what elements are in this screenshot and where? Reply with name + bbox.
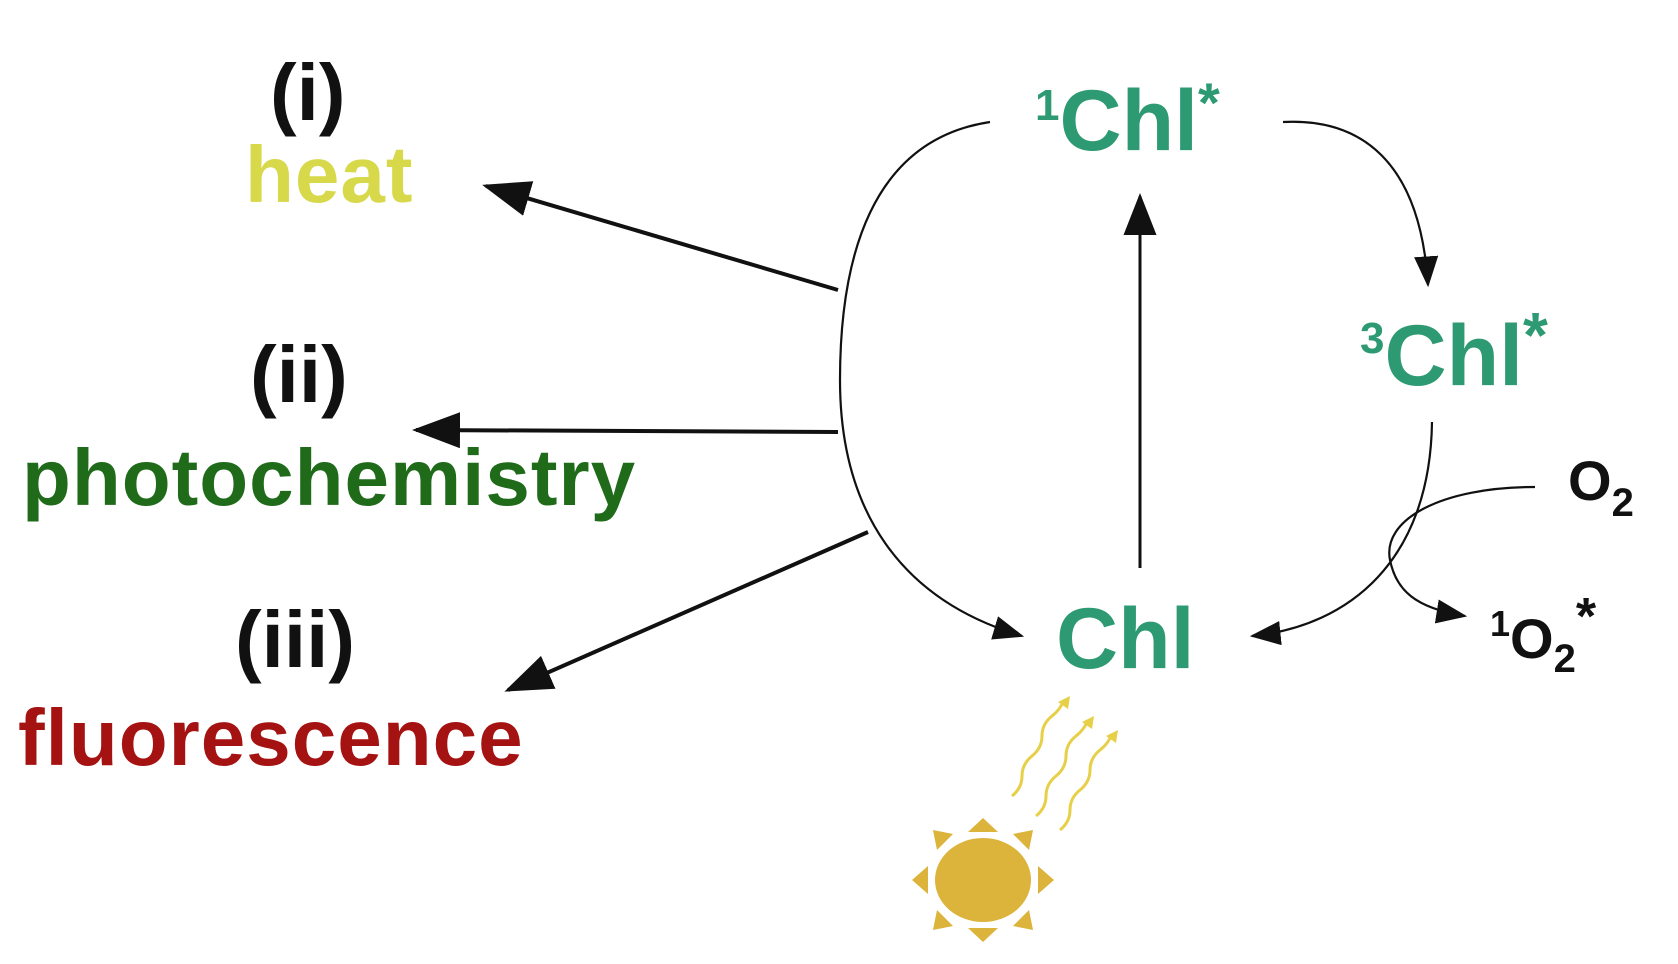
marker-i: (i) — [270, 48, 346, 137]
singlet-chl-label: 1Chl* — [1035, 71, 1220, 169]
ground-chl-label: Chl — [1056, 591, 1195, 687]
photochemistry-label: photochemistry — [22, 433, 636, 522]
singlet-main: Chl — [1059, 73, 1198, 169]
arrow-to-heat — [482, 181, 839, 292]
light-wave-icon — [1011, 696, 1118, 832]
o2-sub: 2 — [1612, 481, 1634, 525]
marker-iii: (iii) — [235, 595, 355, 684]
singlet-o2-sub: 2 — [1554, 637, 1576, 681]
heat-label: heat — [245, 130, 414, 219]
triplet-star: * — [1523, 299, 1548, 371]
intersystem-crossing-arrow — [1282, 120, 1439, 288]
singlet-o2-prefix: 1 — [1490, 603, 1510, 644]
decay-arc — [838, 120, 1025, 640]
singlet-o2-main: O — [1510, 607, 1554, 670]
triplet-prefix: 3 — [1360, 314, 1384, 363]
oxygen-label: O2 — [1568, 449, 1634, 525]
singlet-star: * — [1198, 71, 1220, 134]
triplet-chl-label: 3Chl* — [1360, 299, 1548, 404]
sun-icon — [912, 818, 1054, 942]
singlet-oxygen-label: 1O2* — [1490, 588, 1597, 681]
arrow-to-fluorescence — [504, 530, 869, 692]
fluorescence-label: fluorescence — [18, 693, 524, 782]
singlet-o2-star: * — [1576, 588, 1597, 646]
marker-ii: (ii) — [250, 330, 348, 419]
oxygen-conversion-arrow — [1388, 485, 1536, 624]
singlet-prefix: 1 — [1035, 81, 1059, 130]
arrow-to-photochemistry — [412, 412, 839, 449]
triplet-decay-arrow — [1249, 421, 1434, 646]
triplet-main: Chl — [1384, 308, 1523, 404]
o2-main: O — [1568, 449, 1612, 512]
